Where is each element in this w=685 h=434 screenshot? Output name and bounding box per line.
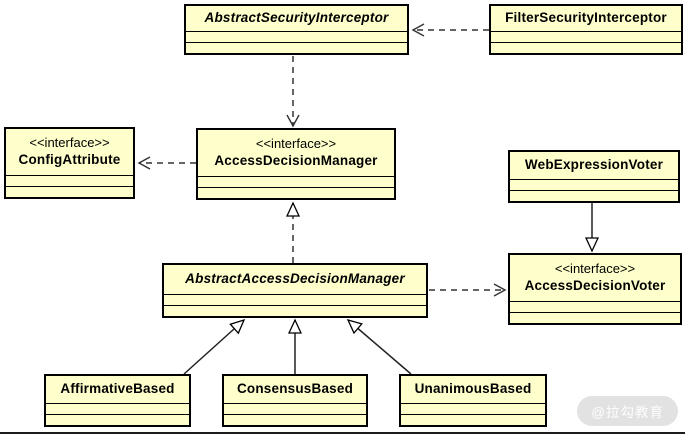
lagou-education-watermark: @拉勾教育 (577, 396, 678, 426)
class-name-compartment: AffirmativeBased (46, 376, 189, 403)
methods-compartment (198, 187, 394, 198)
class-box-unanimous-based: UnanimousBased (399, 374, 547, 427)
class-box-abstract-access-decision-manager: AbstractAccessDecisionManager (162, 263, 428, 318)
class-name-compartment: UnanimousBased (401, 376, 545, 403)
class-name-compartment: ConsensusBased (224, 376, 366, 403)
methods-compartment (186, 42, 407, 53)
methods-compartment (510, 190, 678, 201)
fields-compartment (164, 294, 426, 305)
fields-compartment (198, 176, 394, 187)
class-name: AccessDecisionVoter (524, 277, 666, 293)
class-name-compartment: WebExpressionVoter (510, 152, 678, 179)
class-name: AccessDecisionManager (214, 152, 378, 168)
class-name: AbstractAccessDecisionManager (185, 271, 405, 287)
methods-compartment (6, 186, 133, 197)
generalization-unanimous-based-to-abstract-adm (348, 320, 412, 375)
class-box-consensus-based: ConsensusBased (222, 374, 368, 427)
generalization-affirmative-based-to-abstract-adm (183, 320, 244, 375)
methods-compartment (510, 312, 680, 323)
methods-compartment (164, 305, 426, 316)
class-name-compartment: <<interface>> ConfigAttribute (6, 129, 133, 175)
class-name: ConsensusBased (236, 381, 354, 397)
fields-compartment (401, 403, 545, 414)
class-box-filter-security-interceptor: FilterSecurityInterceptor (489, 4, 683, 55)
class-box-access-decision-manager: <<interface>> AccessDecisionManager (196, 128, 396, 200)
class-name: WebExpressionVoter (524, 157, 664, 173)
class-name: AbstractSecurityInterceptor (204, 10, 389, 26)
fields-compartment (186, 31, 407, 42)
methods-compartment (224, 414, 366, 425)
class-name-compartment: AbstractSecurityInterceptor (186, 6, 407, 31)
class-name: FilterSecurityInterceptor (505, 10, 667, 26)
fields-compartment (510, 301, 680, 312)
fields-compartment (510, 179, 678, 190)
class-box-config-attribute: <<interface>> ConfigAttribute (4, 127, 135, 199)
class-box-affirmative-based: AffirmativeBased (44, 374, 191, 427)
class-box-abstract-security-interceptor: AbstractSecurityInterceptor (184, 4, 409, 55)
fields-compartment (491, 31, 681, 42)
fields-compartment (46, 403, 189, 414)
class-name-compartment: <<interface>> AccessDecisionManager (198, 130, 394, 176)
class-name-compartment: AbstractAccessDecisionManager (164, 265, 426, 294)
class-box-access-decision-voter: <<interface>> AccessDecisionVoter (508, 253, 682, 325)
class-name-compartment: FilterSecurityInterceptor (491, 6, 681, 31)
methods-compartment (46, 414, 189, 425)
class-name: UnanimousBased (414, 381, 532, 397)
methods-compartment (401, 414, 545, 425)
class-name-compartment: <<interface>> AccessDecisionVoter (510, 255, 680, 301)
fields-compartment (224, 403, 366, 414)
stereotype-label: <<interface>> (554, 261, 636, 277)
class-name: ConfigAttribute (18, 151, 121, 167)
stereotype-label: <<interface>> (255, 136, 337, 152)
class-name: AffirmativeBased (60, 381, 175, 397)
stereotype-label: <<interface>> (29, 135, 110, 151)
methods-compartment (491, 42, 681, 53)
fields-compartment (6, 175, 133, 186)
class-box-web-expression-voter: WebExpressionVoter (508, 150, 680, 203)
